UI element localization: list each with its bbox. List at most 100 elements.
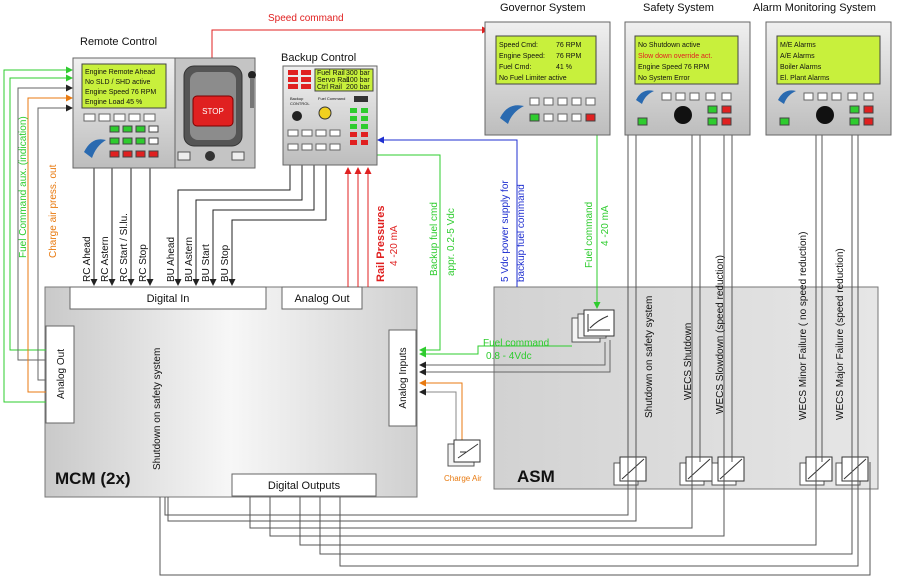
logo-icon (778, 90, 796, 104)
power-supply-label: 5 Vdc power supply for (500, 180, 511, 282)
remote-control-title: Remote Control (80, 36, 157, 48)
fuel-command-ma-label: Fuel command (584, 202, 595, 268)
key-switch-icon[interactable] (205, 151, 215, 161)
backup-lcd-value: 300 bar (346, 70, 370, 77)
mcm-shutdown-label: Shutdown on safety system (152, 348, 163, 470)
backup-lcd (314, 68, 374, 92)
safety-buttons[interactable] (637, 92, 732, 126)
mcm-title: MCM (2x) (55, 469, 131, 488)
alarm-lcd-line: A/E Alarms (780, 53, 815, 60)
backup-fuel-cmd-label: Backup fuel cmd (429, 202, 440, 276)
alarm-title: Alarm Monitoring System (753, 2, 876, 14)
backup-lcd-line: Servo Rail (317, 77, 350, 84)
asm-relay-wecs-major (835, 456, 869, 486)
backup-selector-icon[interactable] (292, 111, 302, 121)
governor-lcd-line: Engine Speed: (499, 53, 545, 60)
charge-air-press-label: Charge air press. out (48, 164, 59, 258)
governor-lcd (495, 35, 597, 85)
governor-buttons[interactable] (529, 97, 596, 122)
safety-lcd-line: Engine Speed 76 RPM (638, 64, 709, 71)
di-label: BU Stop (220, 244, 231, 282)
asm-out-wecs-major: WECS Major Failure (speed reduction) (835, 248, 846, 420)
fuel-command-ma-range: 4 -20 mA (600, 205, 611, 246)
backup-lcd-value: 200 bar (346, 84, 370, 91)
asm-out-wecs-slowdown: WECS Slowdown (speed reduction) (715, 255, 726, 414)
safety-lcd-line: Slow down override act. (638, 53, 712, 60)
fuel-command-v-range: 0.8 - 4Vdc (486, 351, 532, 362)
governor-lcd-value: 41 % (556, 64, 572, 71)
asm-out-wecs-minor: WECS Minor Failure ( no speed reduction) (798, 232, 809, 420)
asm-relay-shutdown (613, 456, 647, 486)
backup-lcd-line: Ctrl Rail (317, 84, 342, 91)
di-label: RC Astern (100, 236, 111, 282)
backup-control-panel: Backup Control Fuel Rail Servo Rail Ctrl… (281, 52, 378, 166)
stop-label: STOP (202, 107, 224, 116)
governor-lcd-line: No Fuel Limiter active (499, 75, 567, 82)
alarm-panel: Alarm Monitoring System M/E Alarms A/E A… (753, 2, 892, 136)
governor-lcd-value: 76 RPM (556, 42, 581, 49)
di-label: RC Ahead (82, 236, 93, 282)
alarm-lcd-line: Boiler Alarms (780, 64, 822, 71)
governor-panel: Governor System Speed Cmd: Engine Speed:… (484, 2, 611, 136)
remote-lcd-line: Engine Load 45 % (85, 99, 142, 106)
alarm-buttons[interactable] (779, 92, 874, 126)
remote-lcd-line: Engine Remote Ahead (85, 69, 155, 76)
backup-lcd-value: 100 bar (346, 77, 370, 84)
remote-lcd (81, 63, 167, 109)
logo-icon (500, 105, 524, 124)
alarm-knob-icon[interactable] (816, 106, 834, 124)
asm-title: ASM (517, 467, 555, 486)
rail-pressures-range: 4 -20 mA (389, 225, 400, 266)
analog-inputs-label: Analog Inputs (398, 347, 409, 408)
analog-out-top-label: Analog Out (294, 293, 349, 305)
remote-buttons[interactable] (83, 113, 159, 158)
governor-lcd-line: Fuel Cmd: (499, 64, 531, 71)
backup-small-label: Fuel Command (318, 96, 345, 101)
asm-out-wecs-shutdown: WECS Shutdown (683, 323, 694, 400)
di-label: RC Stop (138, 244, 149, 282)
power-supply-label-2: backup fuel command (516, 184, 527, 282)
backup-control-title: Backup Control (281, 52, 356, 64)
speed-command-label: Speed command (268, 13, 344, 24)
di-label: BU Ahead (166, 237, 177, 282)
remote-control-panel: Remote Control Engine Remote Ahead No SL… (72, 36, 256, 169)
remote-lcd-line: Engine Speed 76 RPM (85, 89, 156, 96)
alarm-lcd-line: El. Plant Alarms (780, 75, 830, 82)
governor-lcd-value: 76 RPM (556, 53, 581, 60)
lever-knob-icon[interactable] (248, 71, 256, 79)
rail-pressures-label: Rail Pressures (375, 206, 387, 282)
governor-title: Governor System (500, 2, 586, 14)
fuel-command-aux-label: Fuel Command aux. (indication) (18, 116, 29, 258)
asm-block: ASM Shutdow (493, 232, 879, 490)
asm-out-shutdown: Shutdown on safety system (644, 296, 655, 418)
di-label: BU Start (201, 244, 212, 282)
backup-fuel-cmd-range: appr. 0.2-5 Vdc (446, 208, 457, 276)
analog-out-left-label: Analog Out (56, 349, 67, 399)
digital-in-label: Digital In (147, 293, 190, 305)
charge-air-sensor: Charge Air (444, 439, 482, 483)
stop-button[interactable] (192, 95, 234, 127)
backup-lcd-line: Fuel Rail (317, 70, 345, 77)
logo-icon (84, 139, 106, 158)
mcm-block: Digital In Analog Out Analog Out Analog … (44, 286, 418, 498)
safety-panel: Safety System No Shutdown active Slow do… (624, 2, 751, 136)
wiring (3, 26, 871, 576)
safety-lcd-line: No Shutdown active (638, 42, 700, 49)
safety-lcd-line: No System Error (638, 75, 690, 82)
safety-title: Safety System (643, 2, 714, 14)
charge-air-label: Charge Air (444, 474, 482, 483)
backup-small-label: Backup (290, 96, 304, 101)
digital-outputs-label: Digital Outputs (268, 480, 341, 492)
safety-lcd (634, 35, 739, 85)
safety-knob-icon[interactable] (674, 106, 692, 124)
fuel-command-knob-icon[interactable] (318, 106, 332, 120)
alarm-lcd (776, 35, 881, 85)
backup-small-label: CONTROL (290, 101, 310, 106)
di-label: BU Astern (184, 237, 195, 282)
asm-relay-wecs-minor (799, 456, 833, 486)
remote-lcd-line: No SLD / SHD active (85, 79, 150, 86)
logo-icon (636, 90, 654, 104)
backup-buttons[interactable] (287, 108, 368, 151)
di-label: RC Start / Sl.lu. (119, 213, 130, 282)
